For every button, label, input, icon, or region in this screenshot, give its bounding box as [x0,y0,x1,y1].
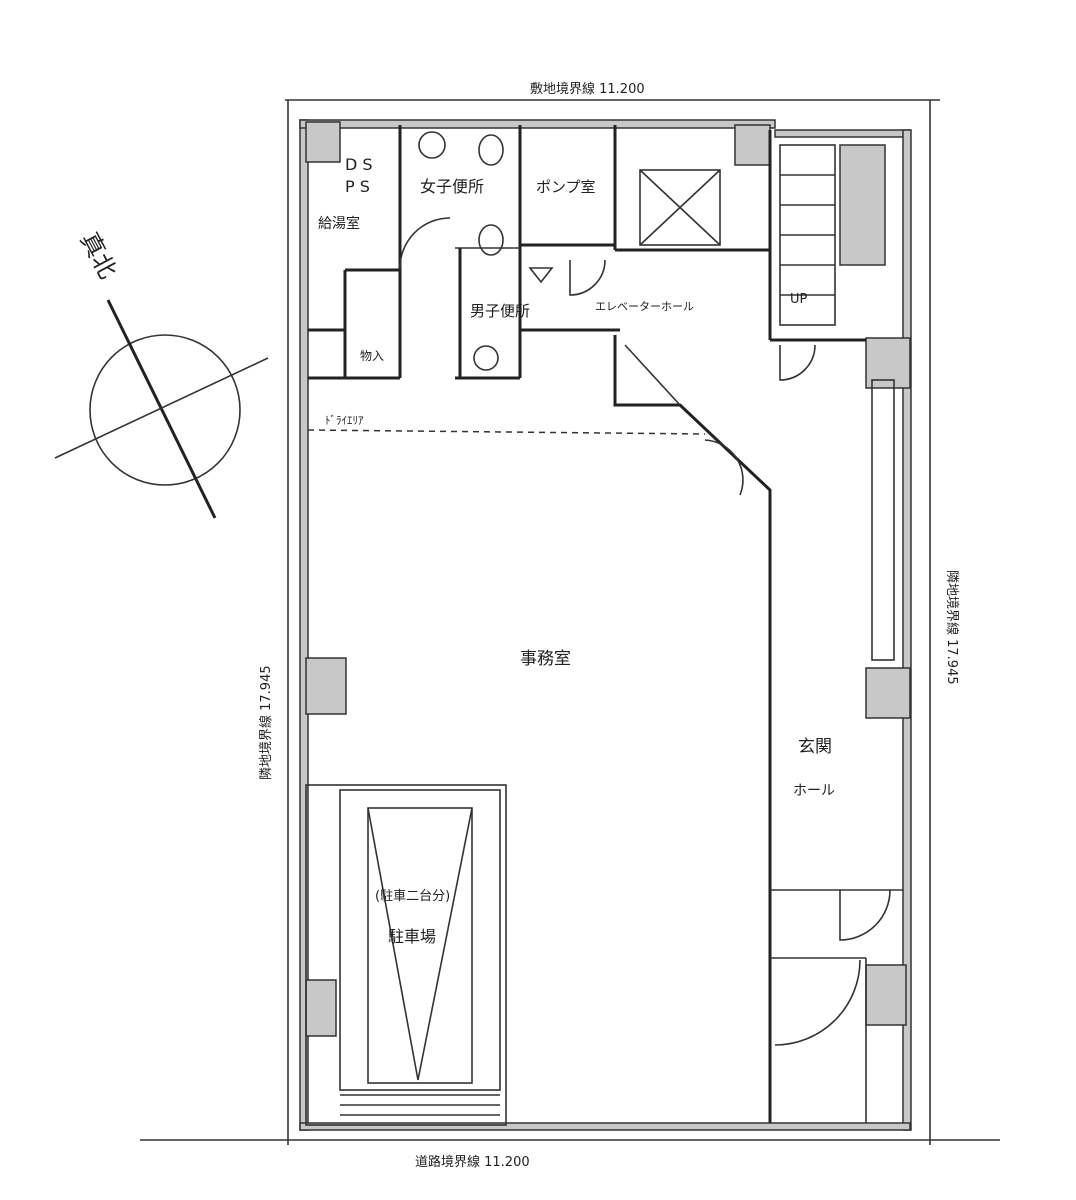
room-ds: D S [345,155,373,174]
room-ps: P S [345,177,370,196]
dimension-right: 隣地境界線 17.945 [944,570,960,685]
dry-area-line [307,429,706,435]
dimension-left: 隣地境界線 17.945 [258,665,274,780]
room-office: 事務室 [520,649,571,669]
north-label: 真北 [75,228,122,284]
room-janitor: 給湯室 [318,215,360,232]
interior-partitions [308,125,866,1123]
dimension-top: 敷地境界線 11.200 [530,81,645,97]
stair-up: UP [790,292,808,307]
door-swings [399,217,891,1046]
stair [779,144,886,326]
parking-note: (駐車二台分) [375,889,450,904]
room-parking: 駐車場 [388,927,436,946]
parking-bay [305,784,507,1126]
room-entrance: 玄関 [798,737,832,757]
side-rooms [770,379,903,1123]
room-entrance-hall: ホール [793,783,835,799]
room-womens-toilet: 女子便所 [420,177,484,196]
room-storage: 物入 [360,349,384,363]
elevator-shaft [639,169,721,246]
dimension-bottom: 道路境界線 11.200 [415,1154,530,1170]
room-elevator-hall: エレベーターホール [595,300,694,313]
room-mens-toilet: 男子便所 [470,302,530,320]
dry-area-label: ﾄﾞﾗｲｴﾘｱ [325,414,364,427]
site-boundary [140,99,1000,1145]
room-pump: ポンプ室 [536,178,596,196]
north-compass: 真北 [54,228,269,519]
toilet-fixtures [418,131,554,371]
